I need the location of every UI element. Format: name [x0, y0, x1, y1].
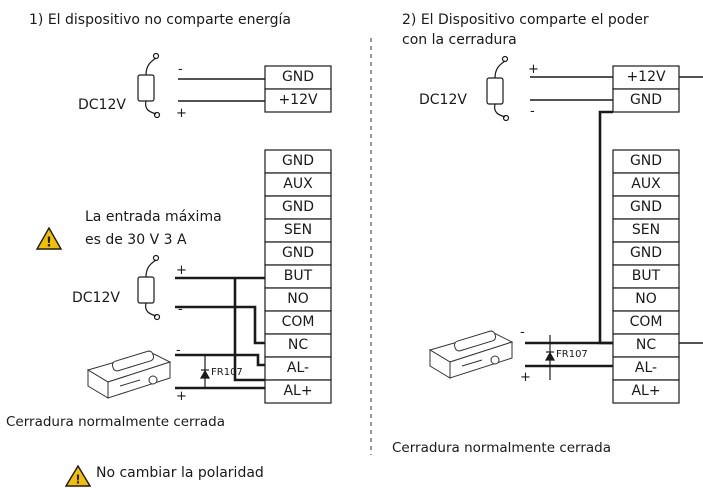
left-terminal-label: GND — [281, 199, 315, 215]
left-terminal-gnd: GND — [281, 69, 315, 85]
right-terminal-gnd: GND — [629, 92, 663, 108]
right-title-line2: con la cerradura — [402, 32, 517, 48]
left-terminal-12v: +12V — [278, 92, 318, 108]
warning-text-line2: es de 30 V 3 A — [85, 232, 187, 248]
left-terminal-label: AUX — [283, 176, 313, 192]
right-terminal-label: NC — [635, 337, 657, 353]
left-power-sign-plus: + — [176, 106, 187, 121]
right-lock-caption: Cerradura normalmente cerrada — [392, 440, 612, 456]
right-power-label: DC12V — [419, 92, 467, 108]
right-terminal-label: GND — [629, 199, 663, 215]
left-title: 1) El dispositivo no comparte energía — [29, 12, 291, 28]
left-lock-sign-minus: - — [176, 343, 181, 358]
left-power-sign-minus: - — [178, 62, 183, 77]
right-power-sign-plus: + — [528, 62, 539, 77]
right-diode-label: FR107 — [556, 349, 588, 360]
right-lock-sign-plus: + — [520, 370, 531, 385]
left-power-label: DC12V — [78, 97, 126, 113]
right-terminal-block — [612, 149, 680, 404]
polarity-warning-text: No cambiar la polaridad — [96, 465, 264, 481]
right-terminal-label: AL+ — [631, 383, 661, 399]
left-terminal-label: AL- — [286, 360, 310, 376]
left-terminal-label: NO — [287, 291, 309, 307]
left-terminal-label: SEN — [283, 222, 313, 238]
left-terminal-block — [264, 149, 332, 404]
polarity-warning-icon: ! — [65, 465, 91, 487]
left-terminal-label: GND — [281, 153, 315, 169]
left-power-adapter — [137, 52, 161, 119]
right-terminal-12v: +12V — [626, 69, 666, 85]
right-terminal-box — [612, 379, 680, 404]
left-lock-caption: Cerradura normalmente cerrada — [6, 414, 226, 430]
left-button-power-label: DC12V — [72, 290, 120, 306]
warning-icon: ! — [36, 227, 62, 250]
left-diode — [199, 355, 211, 388]
right-terminal-label: NO — [635, 291, 657, 307]
warning-text-line1: La entrada máxima — [85, 209, 222, 225]
right-power-terminal-block — [612, 65, 680, 113]
right-power-adapter — [486, 55, 510, 122]
left-terminal-label: GND — [281, 245, 315, 261]
left-button-sign-minus: - — [178, 302, 183, 317]
right-lock-device — [428, 330, 514, 379]
left-terminal-label: COM — [281, 314, 315, 330]
left-terminal-label: AL+ — [283, 383, 313, 399]
right-terminal-label: BUT — [631, 268, 661, 284]
right-terminal-label: SEN — [631, 222, 661, 238]
right-title-line1: 2) El Dispositivo comparte el poder — [402, 12, 649, 28]
right-diode — [544, 335, 556, 380]
left-lock-device — [86, 350, 172, 399]
left-terminal-label: NC — [287, 337, 309, 353]
right-terminal-label: AUX — [631, 176, 661, 192]
left-power-terminal-block — [264, 65, 332, 113]
left-diode-label: FR107 — [211, 367, 243, 378]
svg-text:!: ! — [46, 236, 52, 251]
left-terminal-label: BUT — [283, 268, 313, 284]
right-terminal-label: COM — [629, 314, 663, 330]
right-terminal-label: GND — [629, 245, 663, 261]
left-terminal-box — [264, 379, 332, 404]
left-lock-sign-plus: + — [176, 389, 187, 404]
right-terminal-label: AL- — [634, 360, 658, 376]
right-terminal-label: GND — [629, 153, 663, 169]
svg-text:!: ! — [75, 473, 80, 487]
left-button-sign-plus: + — [176, 263, 187, 278]
right-power-sign-minus: - — [530, 104, 535, 119]
left-button-power-adapter — [137, 254, 161, 321]
right-lock-sign-minus: - — [520, 325, 525, 340]
